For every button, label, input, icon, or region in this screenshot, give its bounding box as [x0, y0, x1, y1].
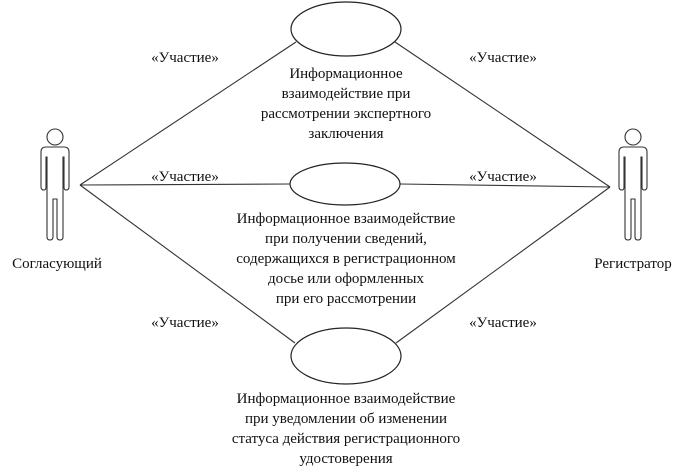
use-case-line: Информационное взаимодействие: [237, 211, 456, 227]
actor-icon-right[interactable]: [618, 128, 648, 241]
stereotype-label: «Участие»: [469, 169, 537, 185]
stereotype-label: «Участие»: [151, 50, 219, 66]
association-right-top: [394, 41, 611, 188]
use-case-line: взаимодействие при: [282, 86, 411, 102]
association-right-middle: [399, 183, 611, 188]
actor-icon-left[interactable]: [40, 128, 70, 241]
use-case-ellipse-1[interactable]: [290, 1, 402, 57]
use-case-line: Информационное: [289, 66, 403, 82]
use-case-ellipse-3[interactable]: [290, 327, 402, 385]
use-case-label-2: Информационное взаимодействие при получе…: [236, 211, 456, 307]
association-right-bottom: [395, 186, 611, 344]
use-case-line: Информационное взаимодействие: [237, 391, 456, 407]
actor-label-left: Согласующий: [12, 256, 102, 272]
use-case-label-1: Информационное взаимодействие при рассмо…: [261, 66, 431, 142]
use-case-ellipse-2[interactable]: [289, 162, 401, 206]
use-case-line: рассмотрении экспертного: [261, 106, 431, 122]
use-case-line: при получении сведений,: [265, 231, 427, 247]
use-case-line: при уведомлении об изменении: [245, 411, 447, 427]
stereotype-label: «Участие»: [469, 50, 537, 66]
stereotype-label: «Участие»: [151, 169, 219, 185]
actor-label-right: Регистратор: [594, 256, 672, 272]
association-left-middle: [79, 183, 291, 186]
use-case-line: заключения: [308, 126, 383, 142]
stereotype-label: «Участие»: [469, 315, 537, 331]
use-case-line: статуса действия регистрационного: [232, 431, 460, 447]
use-case-line: удостоверения: [299, 451, 392, 467]
stereotype-label: «Участие»: [151, 315, 219, 331]
use-case-line: содержащихся в регистрационном: [236, 251, 456, 267]
association-left-top: [79, 41, 297, 186]
use-case-line: при его рассмотрении: [276, 291, 416, 307]
use-case-label-3: Информационное взаимодействие при уведом…: [232, 391, 460, 467]
association-left-bottom: [79, 184, 296, 344]
use-case-line: досье или оформленных: [268, 271, 424, 287]
